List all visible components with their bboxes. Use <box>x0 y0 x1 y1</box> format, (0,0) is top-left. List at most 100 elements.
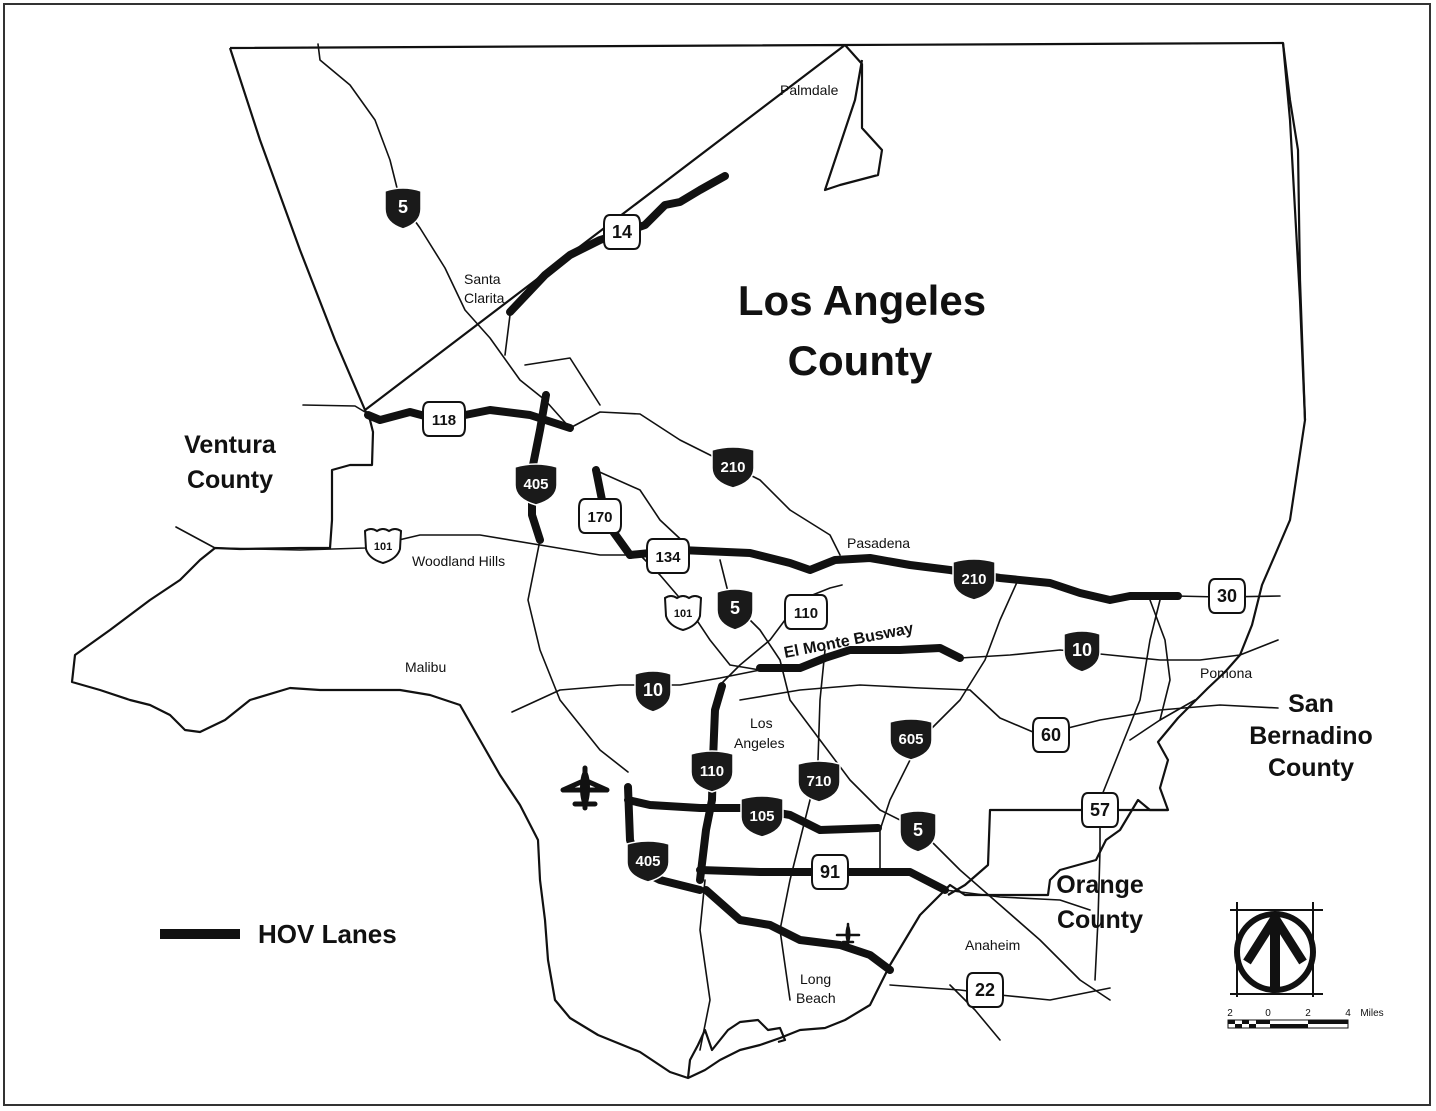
shield-shape <box>626 840 670 883</box>
shield-sr14: 14 <box>603 214 641 250</box>
shield-shape <box>663 595 703 632</box>
scale-label-4: 4 <box>1345 1008 1351 1019</box>
map-frame <box>3 3 1431 1106</box>
shield-number: 105 <box>749 808 774 825</box>
north-arrow-icon <box>1230 902 1323 997</box>
shield-shape <box>966 972 1004 1008</box>
shield-number: 710 <box>806 773 831 790</box>
hov-sr134-i210 <box>626 546 1182 604</box>
city-pomona: Pomona <box>1200 665 1252 681</box>
shield-shape <box>384 187 422 230</box>
shield-number: 210 <box>720 459 745 476</box>
harbor-coast <box>686 1018 787 1079</box>
shield-shape <box>1032 717 1070 753</box>
shield-shape <box>578 498 622 534</box>
shield-shape <box>899 810 937 853</box>
shield-us101-central: 101 <box>663 595 703 632</box>
shield-number: 134 <box>655 549 681 566</box>
scale-label-3: 2 <box>1305 1008 1311 1019</box>
shield-sr30: 30 <box>1208 578 1246 614</box>
sanbern-label-3: County <box>1268 754 1354 782</box>
city-santa-clarita-2: Clarita <box>464 290 505 306</box>
shield-i210-east: 210 <box>952 558 996 601</box>
shield-number: 10 <box>643 680 663 700</box>
shield-i5-south: 5 <box>899 810 937 853</box>
shield-i405-south: 405 <box>626 840 670 883</box>
sr22-diag <box>949 984 1001 1041</box>
highways <box>175 43 1281 1051</box>
shield-number: 405 <box>523 476 548 493</box>
legend: HOV Lanes <box>160 919 397 949</box>
shield-number: 110 <box>700 763 724 780</box>
shield-sr170: 170 <box>578 498 622 534</box>
shield-i10-west: 10 <box>634 670 672 713</box>
shield-i710: 710 <box>797 760 841 803</box>
shield-sr134: 134 <box>646 538 690 574</box>
shield-number: 405 <box>635 853 660 870</box>
orange-label-1: Orange <box>1056 871 1144 899</box>
city-long-beach-2: Beach <box>796 990 836 1006</box>
shield-number: 5 <box>913 820 923 840</box>
city-woodland-hills: Woodland Hills <box>412 553 505 569</box>
shield-number: 91 <box>820 862 840 882</box>
shield-shape <box>422 401 466 437</box>
ventura-label-1: Ventura <box>184 431 277 459</box>
pomona-road <box>1149 599 1171 721</box>
shield-number: 210 <box>961 571 986 588</box>
sr170-road <box>594 469 691 549</box>
shield-number: 14 <box>612 222 632 242</box>
i5-north-road <box>317 43 571 429</box>
shield-i10-east: 10 <box>1063 630 1101 673</box>
shield-number: 60 <box>1041 725 1061 745</box>
shield-shape <box>952 558 996 601</box>
shield-shape <box>711 446 755 489</box>
map-title-line1: Los Angeles <box>738 277 986 324</box>
shield-shape <box>716 588 754 631</box>
shield-shape <box>514 463 558 506</box>
shield-shape <box>1063 630 1101 673</box>
shield-number: 10 <box>1072 640 1092 660</box>
city-los-angeles-2: Angeles <box>734 735 785 751</box>
scale-label-1: 2 <box>1227 1008 1233 1019</box>
shield-number: 57 <box>1090 800 1110 820</box>
map-title-line2: County <box>788 337 933 384</box>
airport-icon <box>560 765 610 811</box>
county-boundaries <box>70 41 1307 1080</box>
shield-number: 22 <box>975 980 995 1000</box>
orange-label-2: County <box>1057 906 1143 934</box>
legend-hov-label: HOV Lanes <box>258 919 397 949</box>
shield-shape <box>797 760 841 803</box>
shield-sr22: 22 <box>966 972 1004 1008</box>
shield-i605: 605 <box>889 718 933 761</box>
shield-shape <box>811 854 849 890</box>
shield-i5-north: 5 <box>384 187 422 230</box>
shield-shape <box>740 795 784 838</box>
city-palmdale: Palmdale <box>780 82 839 98</box>
us101-road <box>175 526 761 671</box>
scale-bar: 2 0 2 4 Miles <box>1227 1008 1384 1029</box>
i5-central-road <box>719 559 1111 1001</box>
city-los-angeles-1: Los <box>750 715 773 731</box>
shield-number: 5 <box>398 197 408 217</box>
sr30-north <box>1129 699 1196 741</box>
scale-label-2: 0 <box>1265 1008 1271 1019</box>
city-pasadena: Pasadena <box>847 535 910 551</box>
shield-number: 605 <box>898 731 923 748</box>
city-long-beach-1: Long <box>800 971 831 987</box>
shield-shape <box>646 538 690 574</box>
city-santa-clarita-1: Santa <box>464 271 501 287</box>
hov-el-monte-busway <box>756 644 964 672</box>
airport-icon <box>835 922 861 946</box>
shield-i110: 110 <box>690 750 734 793</box>
shield-shape <box>603 214 641 250</box>
shield-shape <box>1208 578 1246 614</box>
shield-number: 110 <box>794 605 818 622</box>
shield-sr91: 91 <box>811 854 849 890</box>
scale-unit: Miles <box>1360 1008 1383 1019</box>
shield-sr60: 60 <box>1032 717 1070 753</box>
shield-i210-west: 210 <box>711 446 755 489</box>
shield-number: 118 <box>432 412 456 429</box>
shield-number: 170 <box>587 509 612 526</box>
shield-i105: 105 <box>740 795 784 838</box>
